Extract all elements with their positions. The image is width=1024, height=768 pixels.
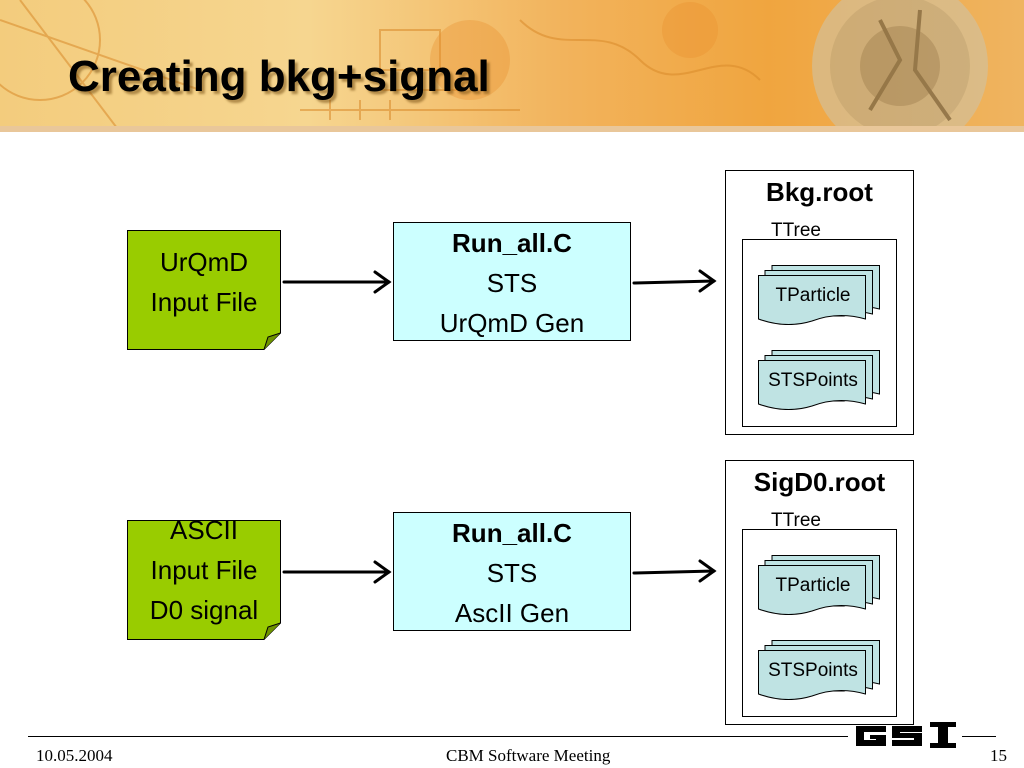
input-line-2: Input File bbox=[150, 287, 258, 317]
footer-meeting: CBM Software Meeting bbox=[446, 746, 611, 765]
process-title: Run_all.C bbox=[452, 228, 572, 258]
multi-document-icon bbox=[758, 265, 880, 325]
branch-tparticle: TParticle bbox=[758, 555, 882, 615]
ttree-container: TParticle STSPoints bbox=[742, 529, 897, 717]
root-file-name: Bkg.root bbox=[766, 177, 873, 207]
root-file-bkg: Bkg.root TTree TParticle STSPoints bbox=[725, 170, 914, 435]
root-file-name: SigD0.root bbox=[753, 467, 886, 497]
document-shape-icon bbox=[127, 230, 281, 350]
arrowhead-input-to-process-2 bbox=[373, 560, 392, 584]
process-line-2: AscII Gen bbox=[454, 598, 570, 628]
branch-label: TParticle bbox=[775, 575, 851, 596]
input-line-1: UrQmD bbox=[159, 247, 249, 277]
process-line-1: STS bbox=[486, 558, 538, 588]
gsi-logo-icon bbox=[856, 722, 956, 748]
process-line-2: UrQmD Gen bbox=[439, 308, 585, 338]
ttree-label: TTree bbox=[771, 220, 821, 241]
arrowhead-process-to-root-2 bbox=[698, 559, 717, 583]
input-line-3: D0 signal bbox=[149, 595, 259, 625]
branch-tparticle: TParticle bbox=[758, 265, 882, 325]
branch-label: STSPoints bbox=[768, 370, 858, 391]
process-box-run-all-1: Run_all.C STS UrQmD Gen bbox=[393, 222, 631, 341]
arrow-process-to-root-1 bbox=[632, 279, 716, 285]
input-file-ascii: ASCII Input File D0 signal bbox=[127, 515, 281, 640]
branch-label: TParticle bbox=[775, 285, 851, 306]
branch-stspoints: STSPoints bbox=[758, 350, 882, 410]
arrowhead-process-to-root-1 bbox=[698, 269, 717, 293]
document-shape-icon bbox=[127, 520, 281, 640]
input-line-1: ASCII bbox=[170, 515, 238, 545]
arrow-process-to-root-2 bbox=[632, 569, 716, 575]
slide-title: Creating bkg+signal bbox=[68, 52, 490, 101]
footer-page-number: 15 bbox=[990, 746, 1007, 765]
footer-divider-right bbox=[962, 736, 996, 737]
multi-document-icon bbox=[758, 555, 880, 615]
footer-divider bbox=[28, 736, 848, 737]
multi-document-icon bbox=[758, 350, 880, 410]
process-title: Run_all.C bbox=[452, 518, 572, 548]
root-file-sigd0: SigD0.root TTree TParticle STSPoints bbox=[725, 460, 914, 725]
ttree-container: TParticle STSPoints bbox=[742, 239, 897, 427]
ttree-label: TTree bbox=[771, 510, 821, 531]
arrowhead-input-to-process-1 bbox=[373, 270, 392, 294]
footer-date: 10.05.2004 bbox=[36, 746, 113, 765]
multi-document-icon bbox=[758, 640, 880, 700]
header-strip bbox=[0, 126, 1024, 132]
branch-label: STSPoints bbox=[768, 660, 858, 681]
input-file-urqmd: UrQmD Input File bbox=[127, 230, 281, 350]
process-line-1: STS bbox=[486, 268, 538, 298]
branch-stspoints: STSPoints bbox=[758, 640, 882, 700]
process-box-run-all-2: Run_all.C STS AscII Gen bbox=[393, 512, 631, 631]
input-line-2: Input File bbox=[150, 555, 258, 585]
